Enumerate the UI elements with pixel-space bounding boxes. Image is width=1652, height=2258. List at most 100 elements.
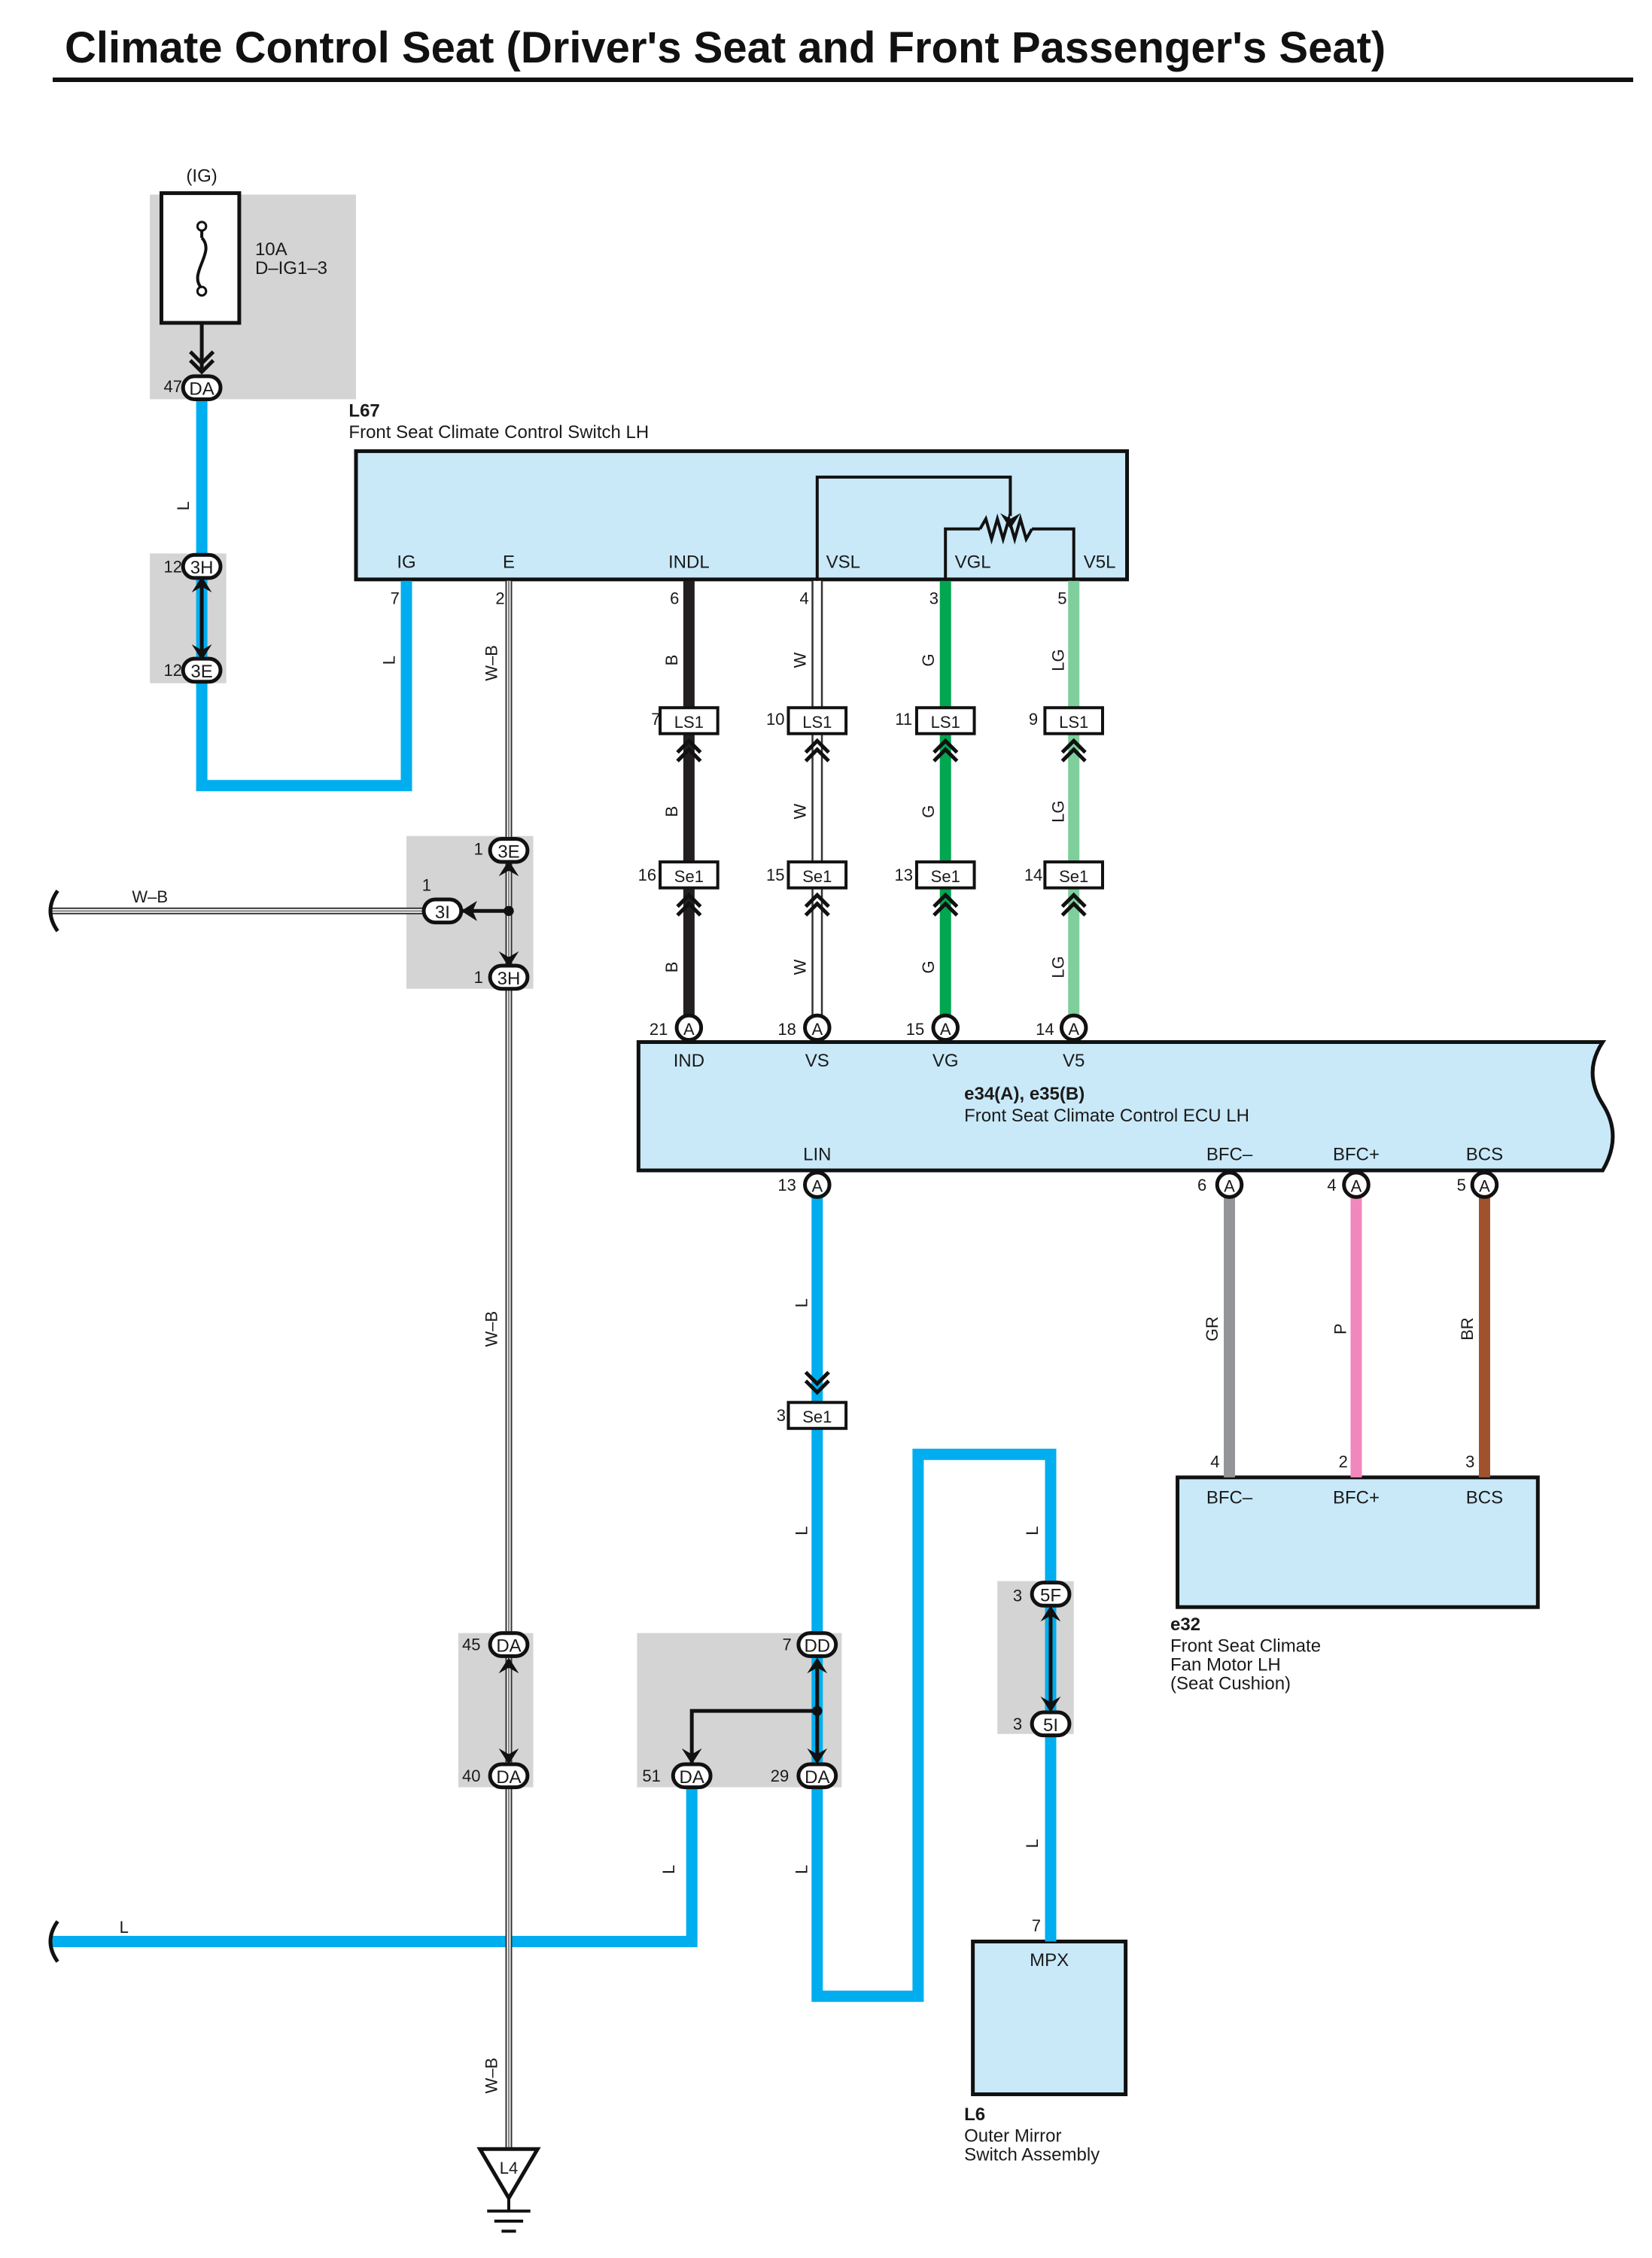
ecu-pin-0: IND bbox=[674, 1051, 704, 1071]
connector-5i-3-body bbox=[1030, 1710, 1072, 1738]
splice-dd-branch bbox=[689, 1709, 817, 1766]
connector-ls1-10-body bbox=[786, 706, 848, 735]
pin-number-17: 21 bbox=[650, 1020, 668, 1039]
chevron-se1-3-1 bbox=[804, 1371, 830, 1386]
connector-se1-16-label: Se1 bbox=[674, 867, 704, 886]
l67-internal-vsl bbox=[815, 475, 1012, 581]
connector-se1-13-label: Se1 bbox=[931, 867, 960, 886]
l67-pin-vsl: VSL bbox=[826, 552, 860, 573]
conn-3e-arrow-down bbox=[191, 644, 212, 661]
pin-number-12: 9 bbox=[1029, 710, 1038, 729]
wire-color-code-20: G bbox=[919, 805, 938, 818]
wire-color-code-22: LG bbox=[1048, 649, 1067, 671]
connector-ecu-a-5-label: A bbox=[1224, 1177, 1235, 1196]
break-l bbox=[48, 1920, 59, 1963]
conn-da40-arrow bbox=[498, 1748, 519, 1764]
chevron-ls1-11-1 bbox=[932, 747, 959, 762]
ground-l4-symbol bbox=[476, 2147, 541, 2202]
pin-number-3: 7 bbox=[391, 589, 400, 607]
pin-number-2: 12 bbox=[164, 661, 182, 680]
connector-da-47-body bbox=[181, 374, 223, 401]
wire-color-code-3: L bbox=[792, 1526, 811, 1535]
connector-ecu-a-7-body bbox=[1470, 1170, 1499, 1199]
connector-se1-13-body bbox=[914, 860, 976, 890]
l67-pin-ig: IG bbox=[397, 552, 415, 573]
connector-se1-3-body bbox=[786, 1401, 848, 1430]
splice-3e-arrow bbox=[498, 860, 519, 877]
e32-code: e32 bbox=[1170, 1614, 1200, 1635]
splice-3e-dot bbox=[504, 905, 514, 916]
connector-se1-16-body bbox=[659, 860, 720, 890]
l67-pin-e: E bbox=[503, 552, 515, 573]
connector-da-47-label: DA bbox=[189, 379, 214, 400]
wire-color-code-9: W–B bbox=[482, 645, 501, 681]
pin-number-34: 7 bbox=[782, 1636, 791, 1654]
l67-pin-indl: INDL bbox=[668, 552, 710, 573]
connector-se1-14-label: Se1 bbox=[1059, 867, 1088, 886]
wire-color-code-6: L bbox=[792, 1865, 811, 1874]
connector-se1-3-label: Se1 bbox=[802, 1407, 832, 1426]
wire-color-code-15: B bbox=[662, 962, 681, 973]
pin-number-21: 13 bbox=[777, 1176, 796, 1194]
diagram-title: Climate Control Seat (Driver's Seat and … bbox=[65, 23, 1386, 72]
pin-number-37: 3 bbox=[1013, 1587, 1022, 1605]
connector-3i-1-label: 3I bbox=[435, 902, 450, 923]
chevron-se1-15-1 bbox=[804, 901, 830, 917]
connector-se1-14-body bbox=[1043, 860, 1104, 890]
e32-pin-1: BFC+ bbox=[1333, 1487, 1380, 1508]
pin-number-39: 7 bbox=[1032, 1916, 1041, 1935]
pin-number-11: 11 bbox=[895, 710, 912, 729]
ecu-pin-7: BCS bbox=[1466, 1145, 1503, 1165]
conn-dd-arrow bbox=[807, 1657, 828, 1674]
connector-ls1-9-label: LS1 bbox=[1059, 713, 1088, 732]
ecu-pin-2: VG bbox=[932, 1051, 959, 1071]
pin-number-10: 10 bbox=[766, 710, 784, 729]
wire-da51-l bbox=[50, 1787, 698, 1947]
l67-internal-v5l bbox=[1032, 527, 1075, 581]
ecu-pin-6: BFC+ bbox=[1333, 1145, 1380, 1165]
conn-5f-arrow bbox=[1040, 1605, 1061, 1622]
pin-number-4: 2 bbox=[495, 589, 504, 607]
pin-number-13: 16 bbox=[638, 866, 656, 884]
wire-color-code-21: G bbox=[919, 960, 938, 973]
e32-pin-2: BCS bbox=[1466, 1487, 1503, 1508]
pin-number-30: 2 bbox=[1339, 1452, 1348, 1471]
pin-number-20: 14 bbox=[1036, 1020, 1054, 1039]
wire-color-code-1: L bbox=[380, 656, 399, 665]
e32-pin-0: BFC– bbox=[1206, 1487, 1253, 1508]
conn-5i-arrow bbox=[1040, 1697, 1061, 1712]
connector-ecu-a-3-label: A bbox=[1068, 1020, 1079, 1039]
connector-da-29-label: DA bbox=[805, 1767, 829, 1788]
connector-ecu-a-6-body bbox=[1342, 1170, 1371, 1199]
connector-ecu-a-4-label: A bbox=[811, 1177, 823, 1196]
wire-color-code-2: L bbox=[792, 1298, 811, 1307]
chevron-se1-13-0 bbox=[932, 892, 959, 908]
pin-number-33: 40 bbox=[462, 1767, 480, 1785]
connector-da-45-40-zone bbox=[458, 1633, 534, 1788]
connector-ls1-9-body bbox=[1043, 706, 1104, 735]
l6-line1: Outer Mirror bbox=[964, 2126, 1061, 2147]
connector-3h-12-label: 3H bbox=[190, 558, 214, 578]
break-3i bbox=[48, 890, 59, 933]
wire-color-code-12: W–B bbox=[132, 887, 168, 906]
l67-internal-vgl bbox=[944, 527, 981, 581]
chevron-se1-13-1 bbox=[932, 901, 959, 917]
l6-code: L6 bbox=[964, 2104, 985, 2125]
wire-color-code-4: L bbox=[1023, 1526, 1042, 1535]
l6-pin-mpx: MPX bbox=[1030, 1950, 1069, 1970]
wire-color-code-16: W bbox=[790, 652, 809, 668]
chevron-ls1-7-0 bbox=[676, 738, 702, 754]
pin-number-36: 29 bbox=[771, 1767, 789, 1785]
wire-color-code-11: W–B bbox=[482, 2058, 501, 2094]
connector-dd-7-body bbox=[796, 1631, 838, 1658]
connector-3e-1-label: 3E bbox=[497, 841, 519, 862]
pin-number-26: 1 bbox=[422, 875, 431, 894]
fuse-chevron-1 bbox=[189, 350, 215, 367]
connector-da-40-label: DA bbox=[496, 1767, 521, 1788]
pin-number-22: 6 bbox=[1197, 1176, 1206, 1194]
connector-5f-3-label: 5F bbox=[1040, 1586, 1061, 1606]
component-l6-box bbox=[971, 1940, 1128, 2096]
wire-color-code-17: W bbox=[790, 804, 809, 820]
connector-ls1-7-body bbox=[659, 706, 720, 735]
fuse-name-label: D–IG1–3 bbox=[255, 258, 327, 278]
